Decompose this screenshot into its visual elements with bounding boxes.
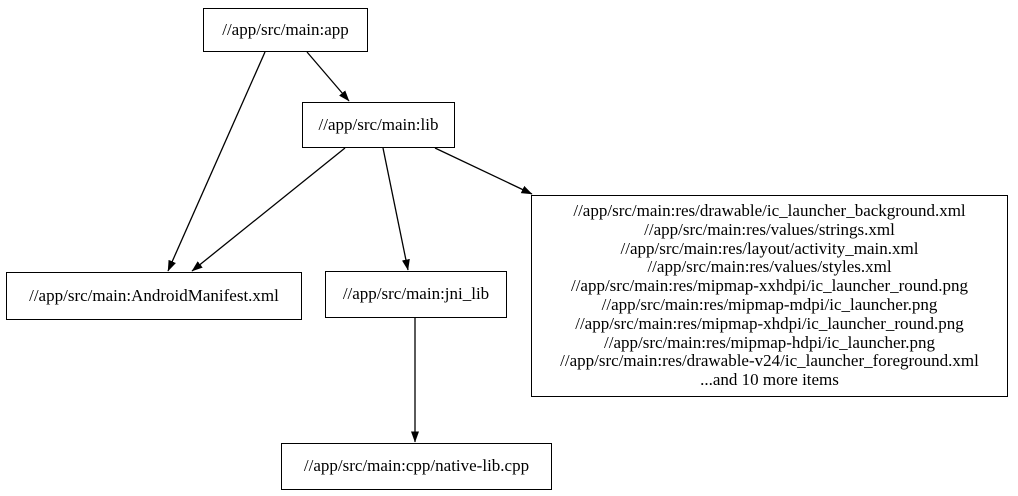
graph-node-manifest: //app/src/main:AndroidManifest.xml	[6, 272, 302, 320]
node-label: //app/src/main:res/layout/activity_main.…	[620, 238, 919, 258]
node-label: //app/src/main:cpp/native-lib.cpp	[303, 456, 530, 476]
node-label: //app/src/main:res/mipmap-mdpi/ic_launch…	[601, 295, 938, 314]
edge-app-to-manifest	[167, 51, 266, 272]
graph-node-app: //app/src/main:app	[203, 8, 368, 52]
node-label: //app/src/main:jni_lib	[342, 284, 490, 304]
graph-node-native-lib: //app/src/main:cpp/native-lib.cpp	[281, 443, 552, 490]
graph-node-jni-lib: //app/src/main:jni_lib	[325, 271, 507, 318]
edge-app-to-lib	[306, 51, 350, 102]
node-label: //app/src/main:res/drawable-v24/ic_launc…	[560, 351, 979, 371]
node-label: //app/src/main:res/values/styles.xml	[647, 257, 892, 277]
node-label: //app/src/main:lib	[318, 114, 439, 134]
edge-group	[167, 51, 533, 443]
node-label: ...and 10 more items	[700, 370, 839, 390]
node-label: //app/src/main:res/mipmap-hdpi/ic_launch…	[604, 332, 935, 352]
node-label: //app/src/main:app	[222, 19, 349, 39]
node-label: //app/src/main:res/mipmap-xxhdpi/ic_laun…	[570, 276, 969, 296]
edge-lib-to-resources	[434, 147, 533, 195]
node-label: //app/src/main:res/mipmap-xhdpi/ic_launc…	[575, 313, 964, 333]
node-label: //app/src/main:res/values/strings.xml	[644, 219, 895, 239]
node-label: //app/src/main:AndroidManifest.xml	[29, 285, 279, 305]
edge-lib-to-jni-lib	[382, 147, 410, 271]
graph-node-resources: //app/src/main:res/drawable/ic_launcher_…	[531, 195, 1008, 397]
node-label: //app/src/main:res/drawable/ic_launcher_…	[573, 201, 966, 221]
edge-lib-to-manifest	[191, 147, 346, 272]
graph-node-lib: //app/src/main:lib	[302, 102, 455, 148]
